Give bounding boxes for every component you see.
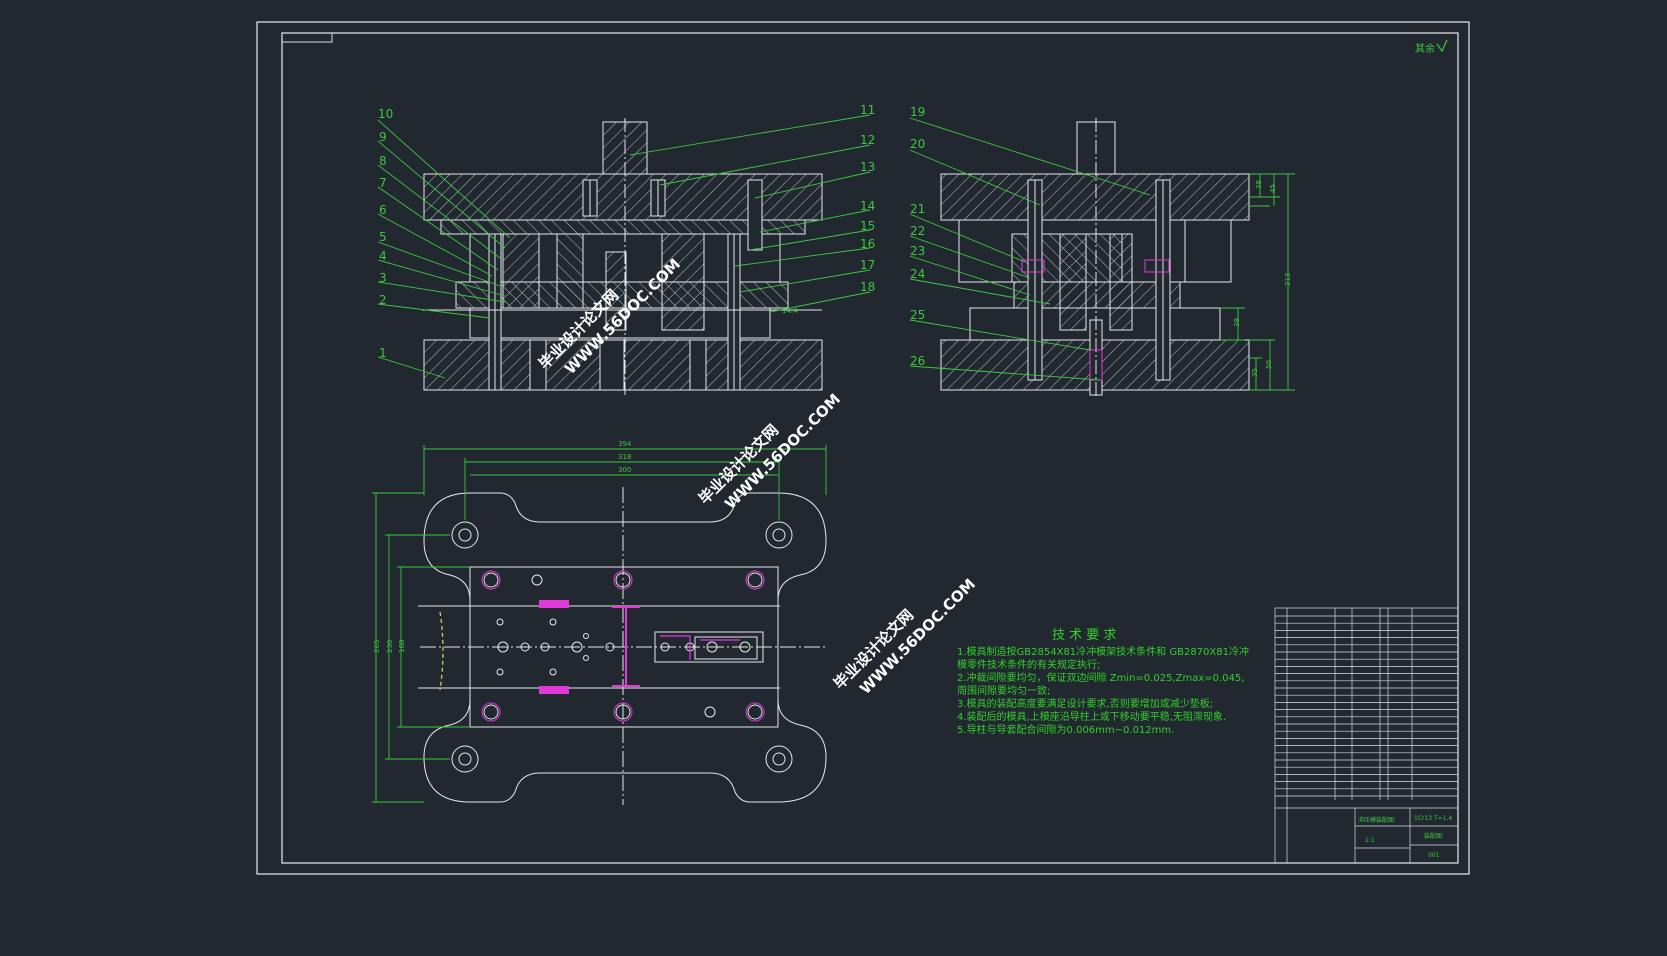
outer-frame — [256, 21, 1470, 875]
tech-line-3: 2.冲裁间隙要均匀，保证双边间隙 Zmin=0.025,Zmax=0.045, — [957, 671, 1244, 684]
dim-side-total: 213 — [1284, 273, 1292, 286]
tech-requirements: 技 术 要 求 1.模具制造按GB2854X81冷冲模架技术条件和 GB2870… — [957, 628, 1249, 736]
title-type: 装配图 — [1424, 832, 1442, 840]
callout-2: 2 — [379, 293, 387, 307]
code-box — [281, 32, 333, 43]
callout-18: 18 — [860, 280, 875, 294]
callout-3: 3 — [379, 271, 387, 285]
callout-22: 22 — [910, 224, 925, 238]
title-sheet: 001 — [1428, 852, 1440, 859]
callout-4: 4 — [379, 249, 387, 263]
callout-10: 10 — [378, 107, 393, 121]
callout-20: 20 — [910, 137, 925, 151]
callout-14: 14 — [860, 199, 875, 213]
callout-13: 13 — [860, 160, 875, 174]
dim-plan-height-inner: 168 — [398, 640, 406, 653]
side-callouts — [909, 117, 1151, 381]
tech-line-4: 周围间隙要均匀一致; — [957, 684, 1050, 697]
dim-side-mid: 38 — [1233, 318, 1241, 327]
dim-plan-width-mid: 318 — [618, 453, 631, 461]
tech-line-7: 5.导柱与导套配合间隙为0.006mm~0.012mm. — [957, 723, 1174, 736]
roughness-text: 其余 — [1415, 42, 1435, 55]
callout-8: 8 — [379, 154, 387, 168]
dim-plan-height-outer: 265 — [373, 640, 381, 653]
title-scale: 1:1 — [1365, 837, 1375, 844]
front-section-view — [422, 118, 823, 395]
dim-front-small: 14.4 — [782, 307, 798, 315]
dim-side-top-b: 45 — [1269, 184, 1277, 193]
title-block — [1274, 607, 1459, 864]
tech-line-5: 3.模具的装配高度要满足设计要求,否则要增加或减少垫板; — [957, 697, 1213, 710]
title-part-no: 1Cr13 T=1.4 — [1414, 815, 1452, 822]
plan-magenta — [481, 570, 765, 722]
side-dimensions — [1220, 173, 1295, 391]
callout-21: 21 — [910, 202, 925, 216]
plan-dimensions — [372, 445, 827, 803]
dim-plan-width-outer: 394 — [618, 440, 632, 448]
side-section-view — [940, 118, 1250, 398]
plan-view — [418, 487, 827, 805]
callout-5: 5 — [379, 230, 387, 244]
dim-plan-width-inner: 300 — [618, 466, 631, 474]
callout-11: 11 — [860, 103, 875, 117]
dim-plan-height-mid: 230 — [386, 640, 394, 653]
callout-17: 17 — [860, 258, 875, 272]
callout-26: 26 — [910, 354, 925, 368]
tech-title: 技 术 要 求 — [1052, 628, 1116, 643]
callout-25: 25 — [910, 308, 925, 322]
dim-side-bot-b: 50 — [1265, 360, 1273, 369]
roughness-mark: 其余 — [1415, 39, 1448, 55]
callout-9: 9 — [379, 130, 387, 144]
callout-7: 7 — [379, 176, 387, 190]
callout-16: 16 — [860, 237, 875, 251]
inner-frame — [281, 32, 1459, 864]
front-callout-numbers: 10 9 8 7 6 5 4 3 2 1 11 12 13 14 15 16 1… — [378, 103, 875, 360]
callout-12: 12 — [860, 133, 875, 147]
title-block-text: 冲压模装配图 1Cr13 T=1.4 装配图 001 1:1 — [1358, 815, 1452, 859]
dim-side-bot-a: 35 — [1251, 368, 1259, 377]
title-drawing-name: 冲压模装配图 — [1358, 816, 1394, 824]
callout-24: 24 — [910, 267, 925, 281]
tech-line-2: 模零件技术条件的有关规定执行; — [957, 658, 1100, 671]
dim-side-top-a: 38 — [1255, 180, 1263, 189]
callout-15: 15 — [860, 219, 875, 233]
plan-yellow-edge — [439, 611, 444, 691]
plan-dim-labels: 394 318 300 265 230 168 — [373, 440, 632, 653]
callout-19: 19 — [910, 105, 925, 119]
callout-1: 1 — [379, 346, 387, 360]
front-callouts — [377, 114, 871, 379]
side-dim-labels: 213 38 45 38 35 50 — [1233, 180, 1292, 377]
callout-6: 6 — [379, 203, 387, 217]
side-callout-numbers: 19 20 21 22 23 24 25 26 — [910, 105, 925, 368]
tech-line-1: 1.模具制造按GB2854X81冷冲模架技术条件和 GB2870X81冷冲 — [957, 645, 1249, 658]
callout-23: 23 — [910, 244, 925, 258]
tech-line-6: 4.装配后的模具,上模座沿导柱上或下移动要平稳,无阻滞现象. — [957, 710, 1226, 723]
